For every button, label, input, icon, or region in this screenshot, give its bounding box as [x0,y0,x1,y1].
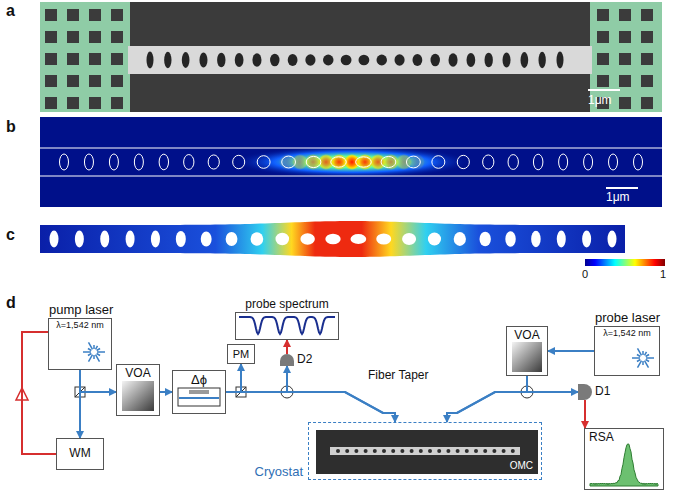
electrical-line [22,332,56,454]
detector: D2 [280,354,294,366]
component-label: WM [69,447,90,460]
component-label: D2 [297,353,312,366]
detector-symbol [578,384,592,400]
detector: D1 [578,384,592,400]
optical-fiber [447,392,578,422]
optical-fiber [548,350,594,352]
detector-shape [280,354,294,366]
panel-letter: d [6,294,16,312]
component-label: VOA [125,367,150,380]
colorbar-tick: 0 [582,268,588,280]
detector-symbol [280,354,294,366]
component-label: D1 [595,385,610,398]
optical-fiber [79,370,81,438]
component-box: probe spectrum [235,312,339,340]
electrical-line [584,400,586,428]
component-box: VOA [506,326,548,376]
colorbar-tick: 1 [660,268,666,280]
component-box: OMC [315,429,537,473]
component-heading: probe spectrum [245,298,328,311]
panel-letter: a [6,2,15,20]
detector-shape [578,384,592,400]
component-heading: Cryostat [255,465,303,479]
optical-fiber [226,392,395,422]
component-label: Δϕ [191,373,207,387]
component-box: RSA [584,428,664,490]
component-heading: probe laser [595,311,660,325]
scale-bar-label: 1μm [606,191,630,204]
component-box: PM [227,344,255,364]
component-label: OMC [510,460,533,471]
part-name: Fiber Taper [368,369,428,382]
optical-fiber [80,370,116,392]
component-box: VOA [116,364,160,416]
component-heading: pump laser [49,303,113,317]
component-box: CryostatOMC [308,422,542,480]
component-box: WM [56,438,104,470]
optical-fiber [226,364,241,392]
panel-letter: b [6,118,16,136]
component-box: Δϕ [172,370,226,414]
component-label: RSA [589,431,614,444]
component-box: probe laserλ=1,542 nm [594,326,660,376]
optical-fiber [447,376,527,422]
component-label: λ=1,542 nm [56,321,103,331]
component-label: λ=1,542 nm [603,329,650,339]
electrical-line [286,340,288,354]
scale-bar-label: 1μm [588,94,612,107]
component-box: pump laserλ=1,542 nm [48,318,112,370]
panel-letter: c [6,226,15,244]
component-label: VOA [514,329,539,342]
optical-fiber [160,391,172,393]
component-label: PM [233,348,250,360]
